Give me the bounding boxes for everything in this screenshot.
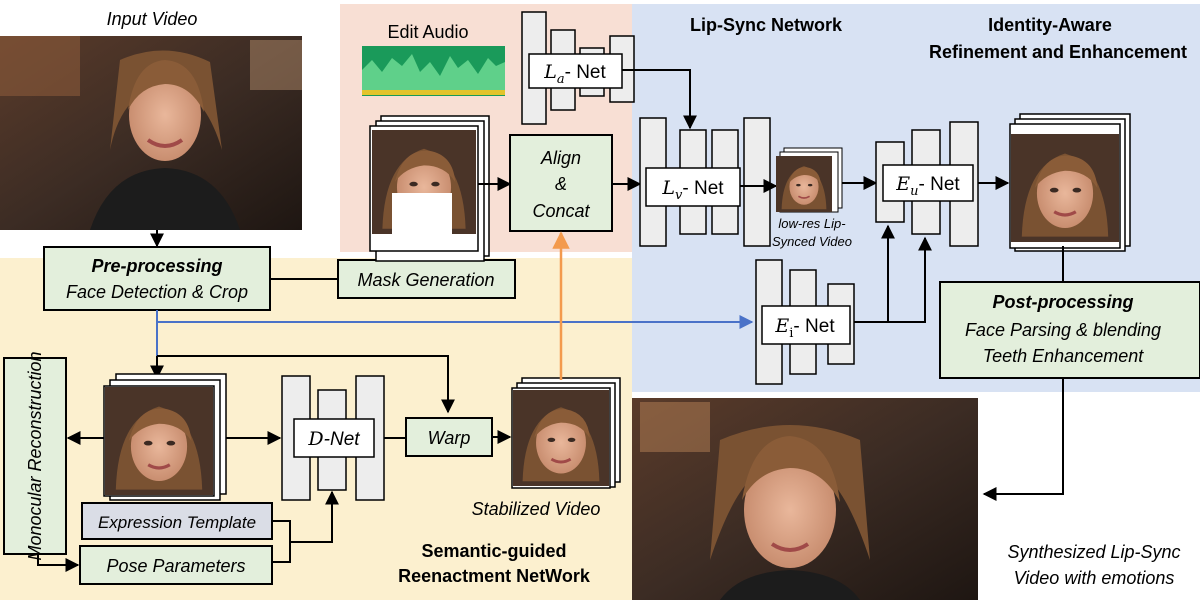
svg-text:Ei- Net: Ei- Net [774,315,835,341]
pose-parameters-label: Pose Parameters [106,556,245,576]
mask-generation-box [337,259,516,299]
la-net-symbol: L [543,61,557,83]
align-concat-box [509,134,613,232]
masked-face-stack [369,115,490,262]
lv-net-suffix: - Net [682,178,724,199]
refined-face-stack [1009,113,1131,252]
ei-net-suffix: - Net [793,316,835,337]
monocular-box [3,357,67,555]
preprocessing-sub: Face Detection & Crop [66,282,248,302]
postprocessing-line-2: Teeth Enhancement [983,346,1144,366]
postprocessing-line-1: Face Parsing & blending [965,320,1161,340]
low-res-caption-1: low-res Lip- [778,216,846,231]
synth-caption-1: Synthesized Lip-Sync [1007,542,1180,562]
stabilized-video-stack [511,377,621,489]
identity-title-2: Refinement and Enhancement [929,42,1187,62]
low-res-caption-2: Synced Video [772,234,852,249]
svg-text:Eu- Net: Eu- Net [895,173,960,199]
eu-net-sub: u [910,184,918,199]
pose-parameters-box [79,545,273,585]
audio-waveform [362,46,505,96]
d-net-symbol: D [307,428,323,450]
la-net: La- Net [521,11,635,125]
reenact-title-2: Reenactment NetWork [398,566,591,586]
warp-label: Warp [428,428,471,448]
preprocessing-title: Pre-processing [91,256,222,276]
eu-net-suffix: - Net [919,174,961,195]
stabilized-video-caption: Stabilized Video [472,499,601,519]
eu-net-symbol: E [895,173,910,195]
align-label-3: Concat [532,201,590,221]
align-label-1: Align [540,148,581,168]
d-net-suffix: -Net [324,429,361,450]
reenact-face-stack [103,373,227,501]
output-video-frame [632,398,978,600]
align-label-2: & [555,174,567,194]
mask-generation-label: Mask Generation [357,270,494,290]
input-video-caption: Input Video [107,9,198,29]
monocular-label: Monocular Reconstruction [25,351,45,560]
input-video-frame [0,36,302,230]
svg-text:Lv- Net: Lv- Net [661,177,724,203]
la-net-sub: a [557,72,565,87]
lv-net-sub: v [675,188,683,203]
postprocessing-title: Post-processing [992,292,1133,312]
expression-template-label: Expression Template [98,513,256,532]
ei-net: Ei- Net [755,259,855,385]
low-res-video-stack [776,147,843,213]
eu-net: Eu- Net [875,121,979,247]
reenact-title-1: Semantic-guided [421,541,566,561]
d-net: D-Net [281,375,385,501]
mask-patch [392,193,452,235]
ei-net-symbol: E [774,315,789,337]
identity-title-1: Identity-Aware [988,15,1112,35]
la-net-suffix: - Net [565,62,607,83]
lipsync-title: Lip-Sync Network [690,15,843,35]
ei-net-sub: i [789,326,793,341]
svg-text:D-Net: D-Net [307,428,360,450]
lv-net: Lv- Net [639,117,771,247]
svg-text:La- Net: La- Net [543,61,606,87]
postprocessing-box [939,281,1200,379]
synth-caption-2: Video with emotions [1014,568,1175,588]
edit-audio-caption: Edit Audio [387,22,468,42]
lv-net-symbol: L [661,177,675,199]
